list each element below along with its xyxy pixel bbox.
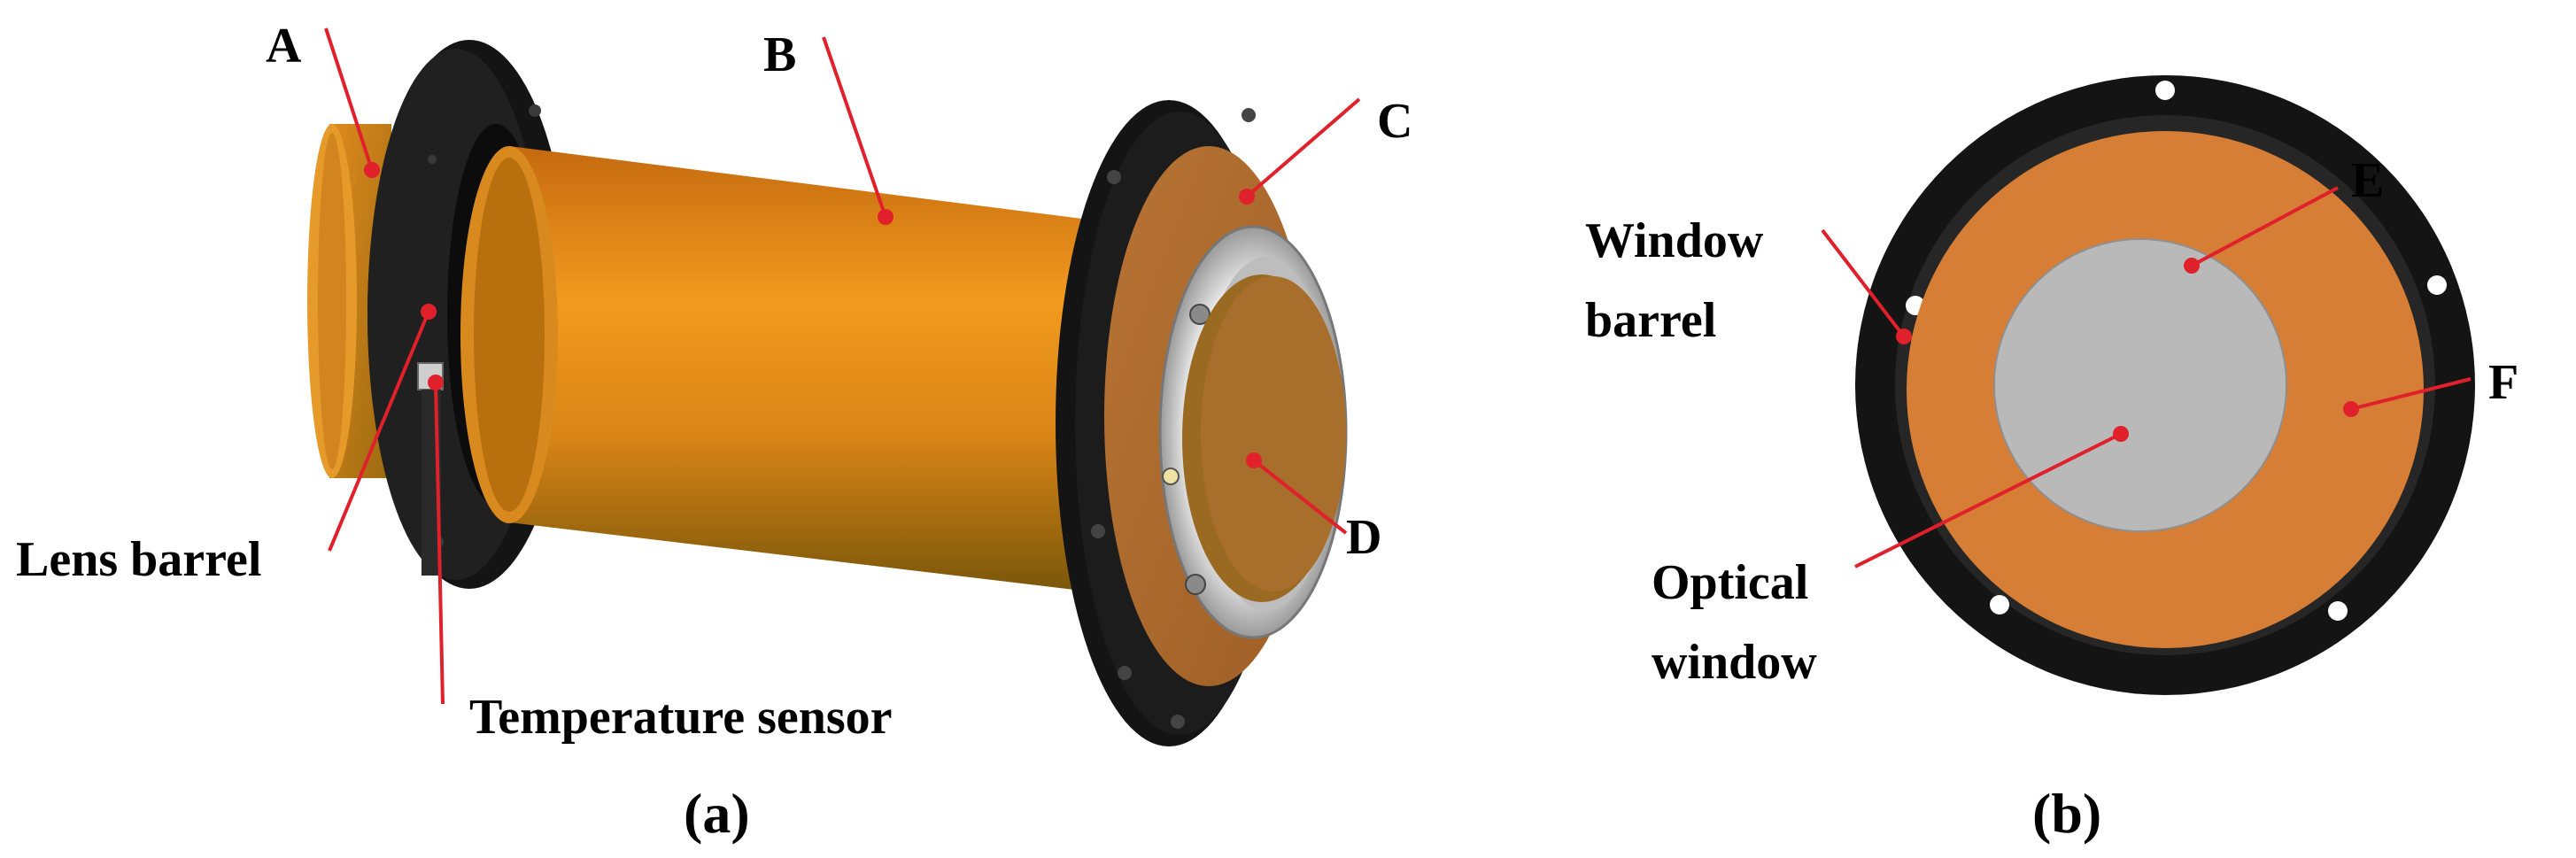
leader-lines-b bbox=[1821, 186, 2472, 568]
label-temperature-sensor: Temperature sensor bbox=[469, 690, 893, 745]
label-lens-barrel: Lens barrel bbox=[16, 532, 261, 587]
caption-b: (b) bbox=[2032, 782, 2101, 845]
panel-a: A B C D Lens barrel Temperature sensor (… bbox=[16, 19, 1412, 845]
label-c: C bbox=[1377, 94, 1412, 149]
caption-a: (a) bbox=[684, 782, 750, 845]
label-b: B bbox=[763, 27, 796, 82]
leader-dots-a bbox=[364, 162, 1262, 468]
label-a: A bbox=[266, 19, 302, 73]
copper-disc-d bbox=[1182, 274, 1346, 602]
label-d: D bbox=[1346, 510, 1381, 565]
cylinder-body-b bbox=[460, 146, 1089, 591]
panel-b: E F Window barrel Optical window (b) bbox=[1585, 75, 2518, 845]
label-f: F bbox=[2488, 355, 2518, 410]
leader-lines-a bbox=[324, 27, 1361, 705]
label-optical-window-2: window bbox=[1652, 635, 1817, 690]
leader-dots-b bbox=[1896, 258, 2359, 442]
label-optical-window-1: Optical bbox=[1652, 555, 1808, 610]
label-window-barrel-2: barrel bbox=[1585, 293, 1716, 348]
label-e: E bbox=[2351, 153, 2384, 208]
label-window-barrel-1: Window bbox=[1585, 213, 1764, 268]
optical-window-e bbox=[1993, 238, 2287, 532]
